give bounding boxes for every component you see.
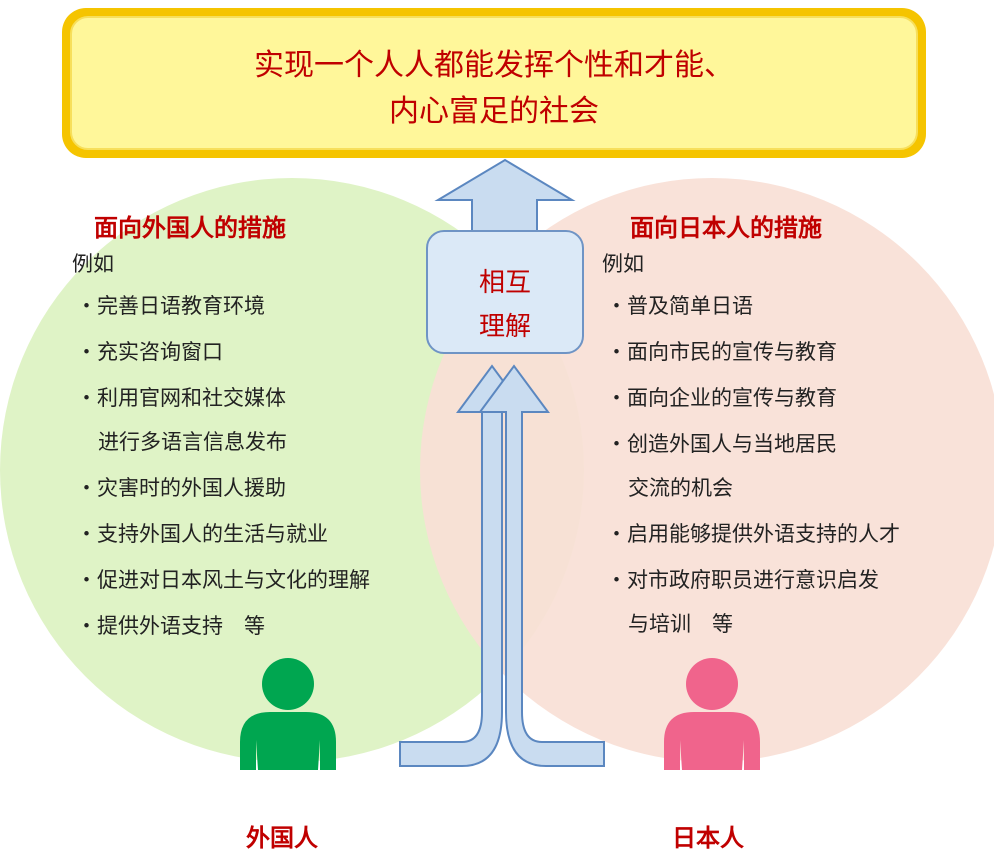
japanese-item: ・面向市民的宣传与教育 (606, 340, 837, 364)
goal-text-line2: 内心富足的社会 (389, 94, 599, 129)
mutual-understanding-line2: 理解 (478, 312, 531, 342)
foreigner-label: 外国人 (246, 824, 318, 852)
foreigner-item: ・利用官网和社交媒体 (76, 386, 286, 410)
japanese-item: ・创造外国人与当地居民 (606, 432, 837, 456)
mutual-understanding-line1: 相互 (478, 268, 531, 298)
foreigner-person-icon (240, 658, 336, 770)
japanese-measures-heading: 面向日本人的措施 (630, 214, 822, 242)
foreigner-item: ・支持外国人的生活与就业 (76, 522, 328, 546)
japanese-item: ・对市政府职员进行意识启发 (606, 568, 879, 592)
foreigner-measures-heading: 面向外国人的措施 (94, 214, 286, 242)
japanese-label: 日本人 (672, 824, 744, 852)
japanese-person-icon (664, 658, 760, 770)
japanese-example-label: 例如 (602, 252, 644, 276)
foreigner-item: ・促进对日本风土与文化的理解 (76, 568, 370, 592)
up-arrow-to-goal (434, 158, 576, 233)
goal-box (70, 16, 918, 150)
japanese-item: 与培训 等 (628, 612, 733, 636)
japanese-item: ・面向企业的宣传与教育 (606, 386, 837, 410)
right-merge-arrow (478, 364, 605, 767)
mutual-understanding-bubble (426, 230, 584, 354)
foreigner-item: ・充实咨询窗口 (76, 340, 223, 364)
japanese-item: ・普及简单日语 (606, 294, 753, 318)
foreigner-item: ・完善日语教育环境 (76, 294, 265, 318)
foreigner-item: 进行多语言信息发布 (98, 430, 287, 454)
japanese-item: ・启用能够提供外语支持的人才 (606, 522, 900, 546)
foreigner-item: ・提供外语支持 等 (76, 614, 265, 638)
japanese-item: 交流的机会 (628, 476, 733, 500)
foreigner-item: ・灾害时的外国人援助 (76, 476, 286, 500)
goal-text-line1: 实现一个人人都能发挥个性和才能、 (254, 48, 734, 83)
foreigner-example-label: 例如 (72, 252, 114, 276)
